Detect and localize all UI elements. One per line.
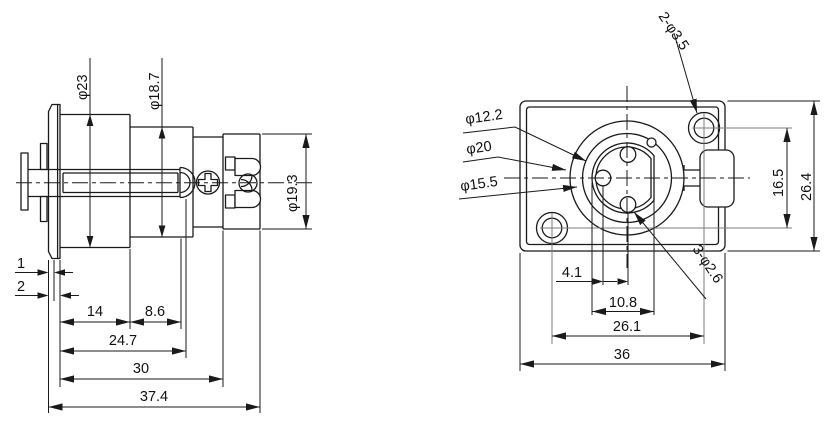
front-view-outline	[519, 100, 735, 252]
dim-label-1: 1	[17, 256, 25, 272]
front-view: φ12.2 φ20 φ15.5 2-φ3.5 3-φ2.6 16.5 26.4 …	[458, 9, 820, 371]
dim-label-phi18-7: φ18.7	[147, 72, 163, 110]
dim-label-2-phi3-5: 2-φ3.5	[655, 9, 692, 53]
dim-label-3-phi2-6: 3-φ2.6	[689, 242, 726, 286]
extension-lines	[519, 183, 726, 371]
leader-3-phi2-6	[633, 211, 707, 300]
arrowhead	[158, 127, 166, 139]
leader-phi20	[462, 156, 567, 171]
phillips-cross-icon	[197, 172, 219, 193]
solder-terminal-hole	[238, 173, 258, 193]
flange-tab-top	[39, 142, 48, 171]
ext-lines-26-4	[727, 100, 820, 252]
front-view-dimensions	[458, 32, 820, 371]
solder-tab-top	[224, 156, 236, 171]
body-phi23-section	[60, 113, 131, 249]
arrowhead	[60, 292, 71, 299]
threaded-shaft-inner	[62, 172, 179, 194]
dim-label-26-4: 26.4	[799, 173, 815, 201]
latch-neck	[683, 165, 700, 191]
dim-label-10-8: 10.8	[609, 295, 637, 311]
leader-2-phi3-5	[673, 32, 698, 114]
pin-bottom	[619, 196, 637, 213]
dim-label-26-1: 26.1	[613, 319, 641, 335]
dim-label-phi12-2: φ12.2	[464, 107, 503, 128]
panel-plate-inner	[525, 106, 720, 246]
front-view-labels: φ12.2 φ20 φ15.5 2-φ3.5 3-φ2.6 16.5 26.4 …	[459, 9, 815, 363]
dim-label-phi23: φ23	[75, 74, 91, 100]
solder-lug-bottom	[234, 189, 262, 209]
arrowhead	[86, 236, 94, 248]
arrowhead	[86, 114, 94, 126]
dim-label-2: 2	[17, 279, 25, 295]
dim-label-phi19-3: φ19.3	[285, 174, 301, 212]
mounting-flange	[47, 103, 61, 260]
dim-label-8-6: 8.6	[145, 304, 165, 320]
arrowhead	[617, 278, 628, 285]
hole-center-aux-lines	[540, 113, 792, 344]
side-view-dimensions	[15, 58, 312, 413]
arrowhead	[54, 269, 65, 276]
dim-label-24-7: 24.7	[109, 333, 137, 349]
keyway-bump	[646, 137, 657, 148]
dim-label-phi20: φ20	[465, 139, 493, 158]
leader-phi15-5	[458, 184, 578, 200]
solder-tab-bottom	[224, 194, 236, 209]
d-insert-outer	[591, 142, 655, 214]
flange-tab-bottom	[39, 195, 48, 223]
dim-label-phi15-5: φ15.5	[459, 174, 498, 195]
leader-phi12-2	[462, 126, 587, 162]
solder-lug-top	[234, 157, 262, 177]
pin-top	[619, 146, 637, 163]
terminal-block	[222, 133, 261, 230]
dim-label-36: 36	[614, 347, 630, 363]
dim-label-4-1: 4.1	[562, 265, 582, 281]
dim-label-14: 14	[87, 304, 103, 320]
threaded-shaft-outer	[28, 168, 180, 198]
side-view: φ23 φ18.7 φ19.3 1 2 14 8.6 24.7 30 37.4	[15, 58, 316, 413]
side-view-labels: φ23 φ18.7 φ19.3 1 2 14 8.6 24.7 30 37.4	[17, 72, 301, 405]
side-view-outline	[20, 103, 262, 260]
arrowhead	[37, 292, 49, 299]
dim-label-30: 30	[133, 361, 149, 377]
arrowhead	[592, 278, 603, 285]
arrowhead	[158, 225, 166, 237]
dim-label-16-5: 16.5	[771, 169, 787, 197]
screw-housing	[193, 136, 223, 228]
arrowhead	[37, 269, 49, 276]
dim-label-37-4: 37.4	[140, 389, 168, 405]
front-pin-plate	[20, 152, 29, 211]
